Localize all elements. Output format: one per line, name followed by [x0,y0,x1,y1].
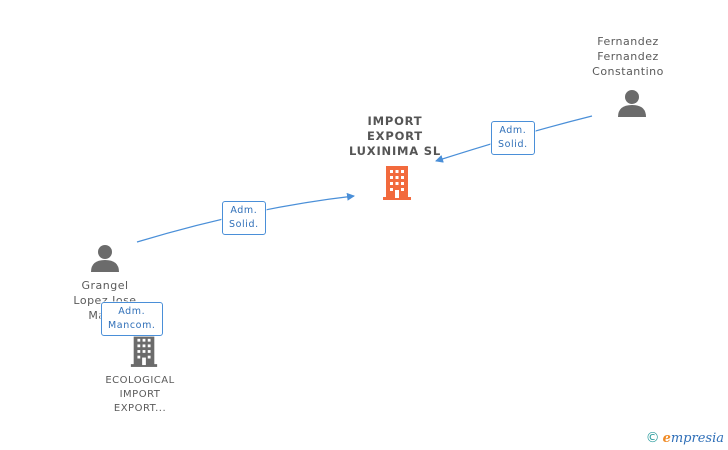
empresia-brand[interactable]: ©empresia [646,430,724,446]
person-icon-fernandez[interactable] [617,89,647,117]
main-company-label[interactable]: IMPORT EXPORT LUXINIMA SL [348,114,442,158]
building-icon-ecological[interactable] [129,334,159,368]
role-badge-grangel[interactable]: Adm. Solid. [222,201,266,235]
building-icon-main[interactable] [381,166,413,200]
person-icon-grangel[interactable] [90,244,120,272]
role-badge-ecological[interactable]: Adm. Mancom. [101,302,163,336]
role-badge-fernandez[interactable]: Adm. Solid. [491,121,535,155]
person-fernandez-label[interactable]: Fernandez Fernandez Constantino [592,35,664,78]
company-ecological-label[interactable]: ECOLOGICAL IMPORT EXPORT... [105,375,175,414]
copyright-icon: © [645,430,660,446]
brand-logo-text: mpresia [670,431,724,446]
brand-logo-initial: e [662,431,671,446]
